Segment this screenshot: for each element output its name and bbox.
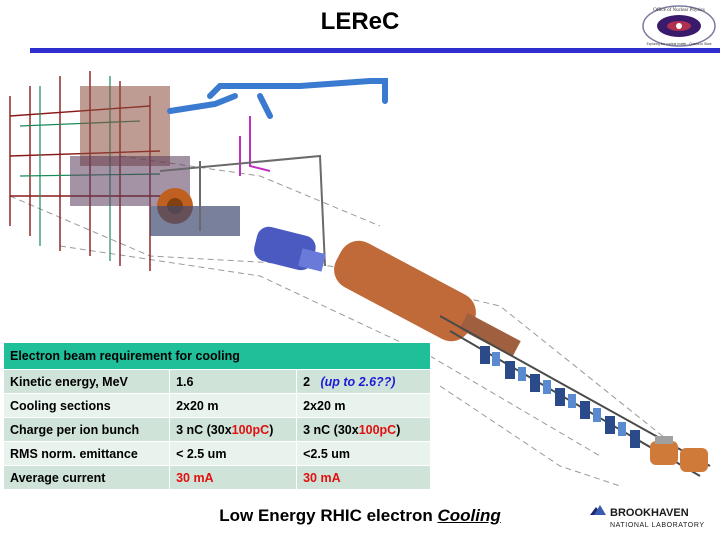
row-value-2-note: (up to 2.6??) bbox=[320, 374, 396, 389]
row-value-2: 3 nC (30x100pC) bbox=[296, 417, 431, 442]
row-value-2: 30 mA bbox=[296, 465, 431, 490]
footer-italic-word: Cooling bbox=[437, 506, 501, 525]
row-value-1: < 2.5 um bbox=[169, 441, 298, 466]
table-row: Charge per ion bunch 3 nC (30x100pC) 3 n… bbox=[2, 417, 431, 442]
table-header-row: Electron beam requirement for cooling bbox=[3, 342, 431, 370]
bnl-logo-name: BROOKHAVEN bbox=[610, 507, 689, 519]
row-label: Average current bbox=[2, 465, 171, 490]
doe-logo: Office of Nuclear Physics Exploring the … bbox=[642, 5, 716, 47]
row-value-1: 1.6 bbox=[169, 369, 298, 394]
bnl-logo-sub: NATIONAL LABORATORY bbox=[610, 522, 705, 529]
table-row: Cooling sections 2x20 m 2x20 m bbox=[2, 393, 431, 418]
accelerator-layout-illustration bbox=[9, 71, 711, 487]
table-row: RMS norm. emittance < 2.5 um <2.5 um bbox=[2, 441, 431, 466]
doe-logo-text-bottom: Exploring the nuclear matter - Quarks to… bbox=[647, 42, 712, 46]
row-value-2: 2 (up to 2.6??) bbox=[296, 369, 431, 394]
requirements-table: Electron beam requirement for cooling Ki… bbox=[2, 342, 431, 490]
row-value-2: 2x20 m bbox=[296, 393, 431, 418]
brookhaven-logo: BROOKHAVEN NATIONAL LABORATORY bbox=[590, 505, 705, 529]
row-value-1-b: ) bbox=[269, 422, 274, 437]
row-value-2-b: ) bbox=[396, 422, 401, 437]
title-rule bbox=[30, 48, 720, 53]
row-value-1: 3 nC (30x100pC) bbox=[169, 417, 298, 442]
row-value-2-a: 3 nC (30x bbox=[303, 422, 359, 437]
table-title: Electron beam requirement for cooling bbox=[3, 342, 431, 370]
page-title: LEReC bbox=[320, 8, 400, 35]
row-label: Cooling sections bbox=[2, 393, 171, 418]
row-label: Charge per ion bunch bbox=[2, 417, 171, 442]
row-value-1-highlight: 100pC bbox=[231, 422, 270, 437]
row-value-1: 30 mA bbox=[169, 465, 298, 490]
row-value-2: <2.5 um bbox=[296, 441, 431, 466]
table-row: Average current 30 mA 30 mA bbox=[2, 465, 431, 490]
row-value-2-highlight: 100pC bbox=[358, 422, 397, 437]
row-value-2-main: 2 bbox=[303, 374, 311, 389]
row-label: RMS norm. emittance bbox=[2, 441, 171, 466]
doe-logo-text-top: Office of Nuclear Physics bbox=[653, 8, 705, 13]
footer-text: Low Energy RHIC electron bbox=[219, 506, 433, 525]
row-value-1: 2x20 m bbox=[169, 393, 298, 418]
footer-caption: Low Energy RHIC electron Cooling bbox=[0, 506, 720, 526]
row-label: Kinetic energy, MeV bbox=[2, 369, 171, 394]
table-row: Kinetic energy, MeV 1.6 2 (up to 2.6??) bbox=[2, 369, 431, 394]
row-value-1-a: 3 nC (30x bbox=[176, 422, 232, 437]
